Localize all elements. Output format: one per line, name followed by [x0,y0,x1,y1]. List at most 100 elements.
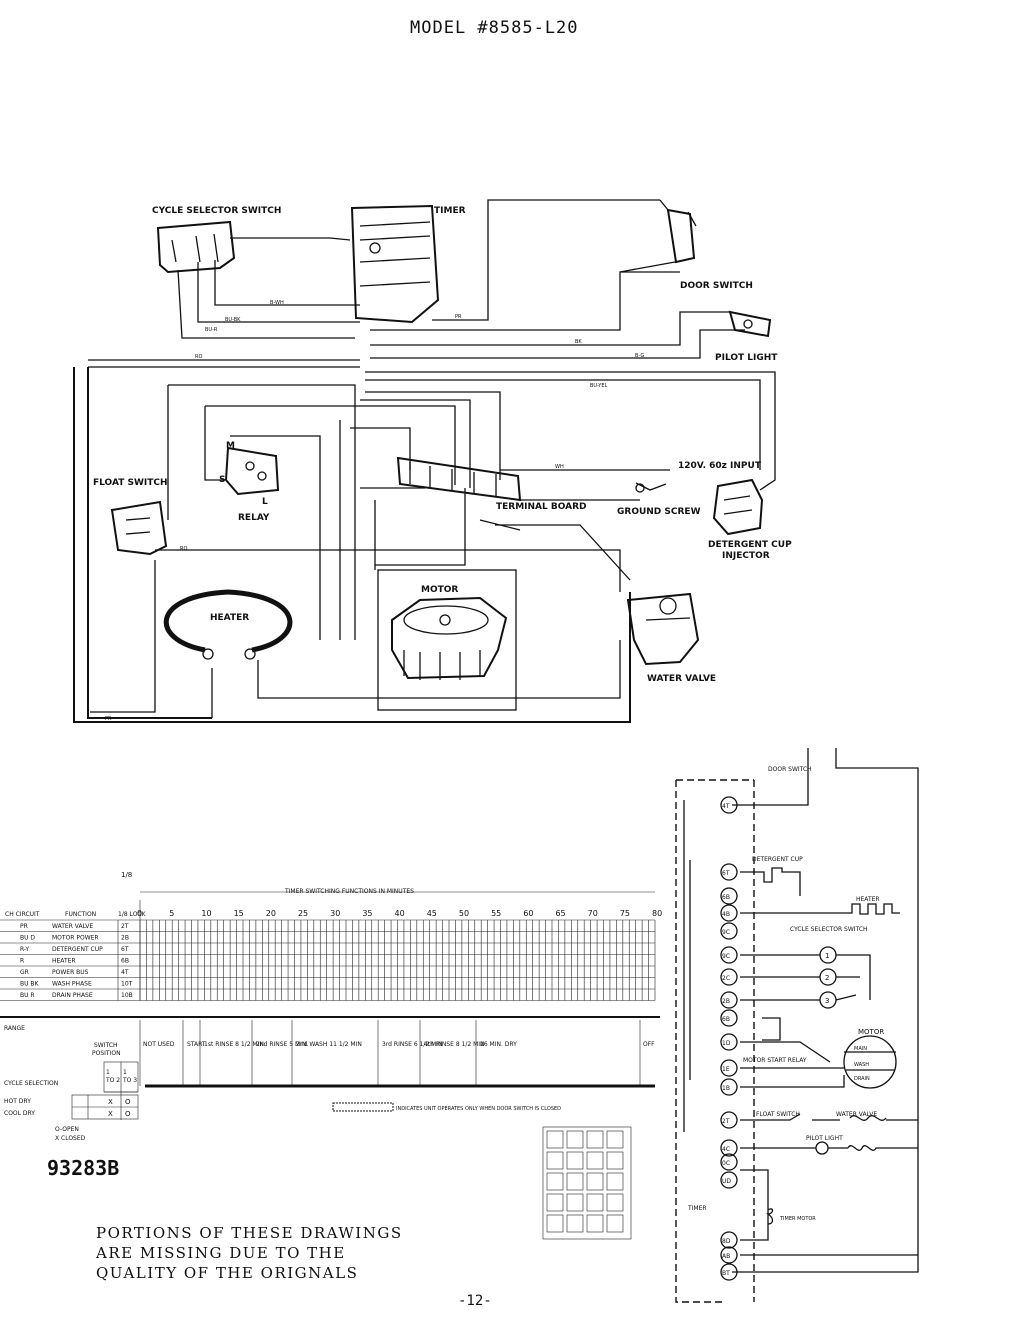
minute-label: 45 [427,909,437,918]
minute-label: 10 [201,909,211,918]
sch-detergent-cup: DETERGENT CUP [752,856,803,863]
to-col-2: 1 [123,1069,127,1076]
water-valve-part [626,592,700,666]
minute-label: 55 [491,909,501,918]
terminal-label: 2T [722,1118,730,1125]
minute-label: 65 [555,909,565,918]
label-relay-m: M [226,441,235,451]
terminal-circle [720,1078,738,1096]
sch-water-valve: WATER VALVE [836,1111,877,1118]
terminal-label: UD [722,1178,731,1185]
hot-val-2: O [125,1098,131,1106]
col-function: FUNCTION [65,911,96,918]
timer-part [350,204,440,324]
phase-label: 2nd WASH 11 1/2 MIN [296,1041,362,1048]
switch-label: SWITCH [94,1042,118,1049]
lock-label-2: 1/8 LOCK [118,911,147,918]
label-motor: MOTOR [421,585,458,595]
sch-float-switch: FLOAT SWITCH [756,1111,800,1118]
wire-code: PR [455,314,462,320]
wire-code: WH [555,464,564,470]
door-switch-part [666,208,697,264]
row-function: POWER BUS [52,969,89,976]
sch-wash: WASH [854,1062,869,1068]
minute-label: 60 [523,909,533,918]
wire-code: B-WH [270,300,284,306]
detergent-cup-part [712,478,764,536]
label-door-switch: DOOR SWITCH [680,281,753,291]
terminal-label: 8D [722,1238,731,1245]
note-line: PORTIONS OF THESE DRAWINGS [96,1224,403,1242]
terminal-circle [720,1059,738,1077]
terminal-cell [586,1214,604,1233]
hot-dry-label: HOT DRY [4,1098,31,1105]
range-label: RANGE [4,1025,25,1032]
terminal-cell [606,1130,624,1149]
terminal-circle [720,1009,738,1027]
terminal-label: 9C [722,929,730,936]
minute-label: 75 [620,909,630,918]
row-code: 10B [121,992,133,999]
terminal-cell [566,1151,584,1170]
sch-drain: DRAIN [854,1076,870,1082]
to-col-1b: TO 2 [105,1077,120,1084]
row-wire: BU BK [20,981,40,988]
terminal-cell [606,1214,624,1233]
terminal-circle [720,1246,738,1264]
minute-label: 50 [459,909,469,918]
lock-label: 1/8 [121,871,132,879]
chart-footnote: INDICATES UNIT OPERATES ONLY WHEN DOOR S… [396,1106,561,1112]
sch-pilot-light: PILOT LIGHT [806,1135,843,1142]
row-code: 6T [121,946,129,953]
label-terminal-board: TERMINAL BOARD [496,502,587,512]
wiring-diagram: B-WH BU-BK BU-R PR BK BU-YEL B-G RO WH R… [73,199,792,723]
to-col-1: 1 [106,1069,110,1076]
label-ground-screw: GROUND SCREW [617,507,701,517]
terminal-label: 1B [722,1085,730,1092]
terminal-circle [720,1263,738,1281]
note-line: ARE MISSING DUE TO THE [96,1244,346,1262]
label-input: 120V. 60z INPUT [678,461,762,471]
motor-part [377,569,517,711]
row-code: 2T [121,923,129,930]
cycle-selection-label: CYCLE SELECTION [4,1080,58,1087]
label-injector: INJECTOR [722,551,770,561]
terminal-cell [546,1214,564,1233]
label-float-switch: FLOAT SWITCH [93,478,168,488]
hot-val-1: X [108,1098,113,1106]
terminal-label: 4T [722,803,730,810]
pilot-light-part [728,310,772,338]
row-function: WASH PHASE [52,981,92,988]
terminal-cell [606,1172,624,1191]
minute-label: 5 [169,909,174,918]
model-title: MODEL #8585-L20 [410,18,579,38]
phase-label: 2nd RINSE 5 MIN. [256,1041,308,1048]
terminal-label: 1D [722,1040,731,1047]
terminal-board-part [396,456,522,502]
minute-label: 25 [298,909,308,918]
col-circuit: CH CIRCUIT [5,911,40,918]
row-wire: BU D [20,935,35,942]
wire-code: RO [180,546,187,552]
terminal-circle [720,887,738,905]
row-wire: R-Y [20,946,29,953]
row-wire: BU R [20,992,35,999]
minute-label: 30 [330,909,340,918]
row-code: 10T [121,981,133,988]
sch-door-switch: DOOR SWITCH [768,766,812,773]
terminal-cell [566,1172,584,1191]
sch-motor-start-relay: MOTOR START RELAY [743,1057,807,1064]
wire-code: BU-BK [225,317,241,323]
cool-val-2: O [125,1110,131,1118]
heater-part [163,589,293,660]
terminal-circle [720,863,738,881]
row-code: 2B [121,935,129,942]
page-number: -12- [458,1293,492,1309]
legend-closed: X CLOSED [55,1135,86,1142]
switch-num: 3 [825,997,829,1005]
chart-header: TIMER SWITCHING FUNCTIONS IN MINUTES [284,888,414,895]
wire-code: BK [575,339,582,345]
note-line: QUALITY OF THE ORIGNALS [96,1264,359,1282]
wire-code: B-G [635,353,644,359]
label-relay-l: L [262,497,268,507]
